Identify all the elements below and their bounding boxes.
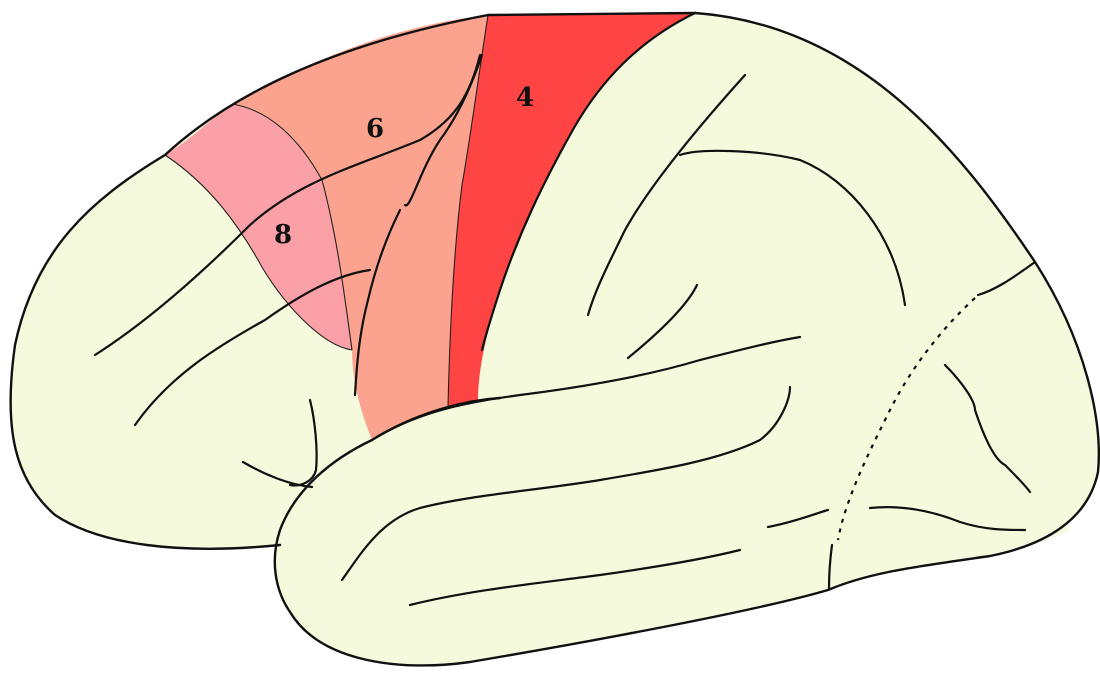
- area-4-label: 4: [516, 83, 534, 113]
- area-8-label: 8: [274, 220, 292, 250]
- area-6-label: 6: [366, 114, 384, 144]
